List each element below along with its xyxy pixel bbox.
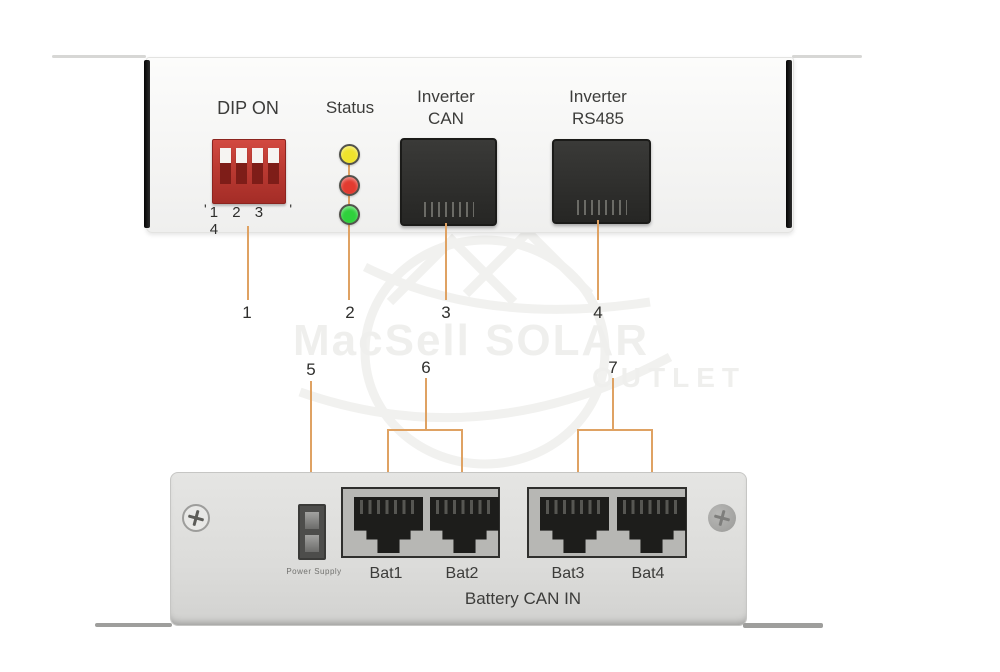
can-port-pins <box>423 202 474 217</box>
callout-line-1 <box>247 226 249 300</box>
dip-tick-left: ' <box>204 201 207 217</box>
top-device-right-edge <box>786 60 792 228</box>
bat1-label: Bat1 <box>369 565 403 582</box>
right-screw-icon <box>708 504 736 532</box>
power-supply-pin-top <box>305 512 319 529</box>
dip-numbers-text: 1 2 3 4 <box>209 204 269 238</box>
callout-number-5: 5 <box>306 360 316 379</box>
green-led <box>339 204 360 225</box>
inverter-can-label-line2: CAN <box>428 109 464 128</box>
inverter-can-port[interactable] <box>400 138 497 226</box>
inverter-rs485-label-line1: Inverter <box>569 87 627 106</box>
callout-number-3: 3 <box>441 303 451 322</box>
inverter-rs485-label-line2: RS485 <box>572 109 624 128</box>
dip-switch-1[interactable] <box>220 148 231 184</box>
dip-switch-3[interactable] <box>252 148 263 184</box>
callout-bracket-7 <box>577 429 653 489</box>
dip-switch-4[interactable] <box>268 148 279 184</box>
callout-number-6: 6 <box>421 358 431 377</box>
dip-switch-numbers: ' 1 2 3 4 ' <box>204 201 292 238</box>
callout-line-5 <box>310 381 312 503</box>
bat4-port[interactable] <box>617 497 686 553</box>
battery-port-group-2 <box>527 487 687 558</box>
bottom-left-mount-flange <box>95 623 172 627</box>
dip-switch-2[interactable] <box>236 148 247 184</box>
bat2-label: Bat2 <box>445 565 479 582</box>
callout-line-6 <box>425 378 427 430</box>
top-left-mount-flange <box>52 55 146 58</box>
callout-line-2 <box>348 158 350 300</box>
dip-on-label: DIP ON <box>217 98 279 118</box>
bat2-port-pins <box>435 500 494 514</box>
power-supply-connector[interactable] <box>298 504 326 560</box>
inverter-can-label: Inverter CAN <box>396 86 496 130</box>
battery-can-in-caption: Battery CAN IN <box>464 589 582 608</box>
red-led <box>339 175 360 196</box>
bat3-port[interactable] <box>540 497 609 553</box>
bottom-right-mount-flange <box>743 623 823 628</box>
callout-bracket-6 <box>387 429 463 489</box>
callout-number-2: 2 <box>345 303 355 322</box>
bat3-port-pins <box>545 500 604 514</box>
left-screw-icon <box>182 504 210 532</box>
watermark-subtitle: OUTLET <box>592 362 746 393</box>
inverter-rs485-label: Inverter RS485 <box>548 86 648 130</box>
bat1-port[interactable] <box>354 497 423 553</box>
bat4-label: Bat4 <box>631 565 665 582</box>
watermark-globe-icon <box>298 232 673 469</box>
bat1-port-pins <box>359 500 418 514</box>
top-device-left-edge <box>144 60 150 228</box>
dip-switch[interactable] <box>212 139 286 204</box>
bat4-port-pins <box>622 500 681 514</box>
power-supply-pin-bottom <box>305 535 319 552</box>
callout-line-7 <box>612 378 614 430</box>
rs485-port-pins <box>576 200 627 215</box>
callout-line-3 <box>445 223 447 300</box>
watermark-text: MacSell SOLAR <box>293 316 650 365</box>
callout-line-4 <box>597 220 599 300</box>
inverter-can-label-line1: Inverter <box>417 87 475 106</box>
dip-tick-right: ' <box>289 201 292 217</box>
bat2-port[interactable] <box>430 497 499 553</box>
yellow-led <box>339 144 360 165</box>
inverter-rs485-port[interactable] <box>552 139 651 224</box>
callout-number-1: 1 <box>242 303 252 322</box>
top-right-mount-flange <box>792 55 862 58</box>
power-supply-label: Power Supply <box>286 567 342 576</box>
callout-number-7: 7 <box>608 358 618 377</box>
battery-port-group-1 <box>341 487 500 558</box>
callout-number-4: 4 <box>593 303 603 322</box>
status-label: Status <box>325 98 375 117</box>
bat3-label: Bat3 <box>551 565 585 582</box>
